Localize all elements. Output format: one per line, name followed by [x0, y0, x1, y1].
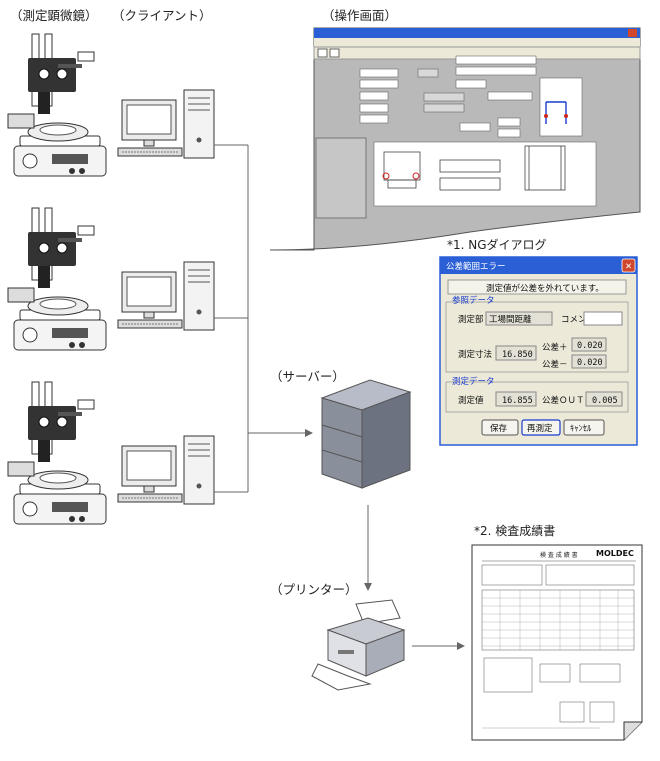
tol-plus-label: 公差＋: [542, 342, 568, 353]
client-pc-2: [117, 261, 215, 331]
meas-label: 測定値: [458, 395, 484, 406]
label-ng-dialog: *1. NGダイアログ: [447, 237, 547, 252]
report-title: 検 査 成 績 書: [540, 551, 578, 559]
report-brand: MOLDEC: [596, 549, 634, 558]
out-value: 0.005: [592, 396, 618, 406]
item-value: 工場間距離: [489, 314, 532, 325]
dim-label: 測定寸法: [458, 349, 492, 360]
network-lines: [214, 144, 313, 493]
remeasure-button[interactable]: [521, 419, 561, 436]
client-pc-1: [117, 89, 215, 159]
dim-value: 16.850: [502, 350, 533, 360]
out-label: 公差ＯＵＴ: [542, 395, 585, 406]
meas-group-label: 測定データ: [452, 376, 495, 387]
microscope-3: [7, 381, 107, 525]
meas-value: 16.855: [502, 396, 533, 406]
ng-dialog-title: 公差範囲エラー: [446, 261, 506, 272]
client-pc-3: [117, 435, 215, 505]
operation-screen: [269, 27, 641, 251]
tol-minus-label: 公差－: [542, 359, 568, 370]
tol-minus-value: 0.020: [577, 358, 603, 368]
item-label: 測定部: [458, 314, 484, 325]
label-operation: （操作画面）: [322, 8, 397, 23]
close-icon: ✕: [625, 262, 632, 272]
cancel-button[interactable]: [563, 419, 605, 436]
ref-group-label: 参照データ: [452, 295, 495, 306]
microscope-2: [7, 207, 107, 351]
dialog-close-button[interactable]: [621, 258, 636, 273]
label-client: （クライアント）: [112, 8, 212, 23]
tol-plus-value: 0.020: [577, 341, 603, 351]
label-microscope: （測定顕微鏡）: [10, 8, 98, 23]
inspection-report: 検 査 成 績 書 MOLDEC: [471, 544, 643, 741]
ng-dialog: *1. NGダイアログ 公差範囲エラー ✕ 測定値が公差を外れています。 参照デ…: [439, 237, 638, 446]
save-button[interactable]: [481, 419, 519, 436]
save-button-label: 保存: [490, 423, 508, 434]
cancel-button-label: ｷｬﾝｾﾙ: [570, 424, 592, 434]
ng-dialog-message: 測定値が公差を外れています。: [486, 283, 604, 294]
label-server: （サーバー）: [270, 369, 345, 384]
remeasure-button-label: 再測定: [527, 423, 553, 434]
printer-icon: [311, 599, 406, 691]
microscope-1: [7, 33, 107, 177]
server-icon: [320, 379, 412, 489]
label-report: *2. 検査成績書: [474, 524, 555, 538]
comment-label: コメント: [561, 315, 595, 325]
label-printer: （プリンター）: [270, 582, 358, 597]
